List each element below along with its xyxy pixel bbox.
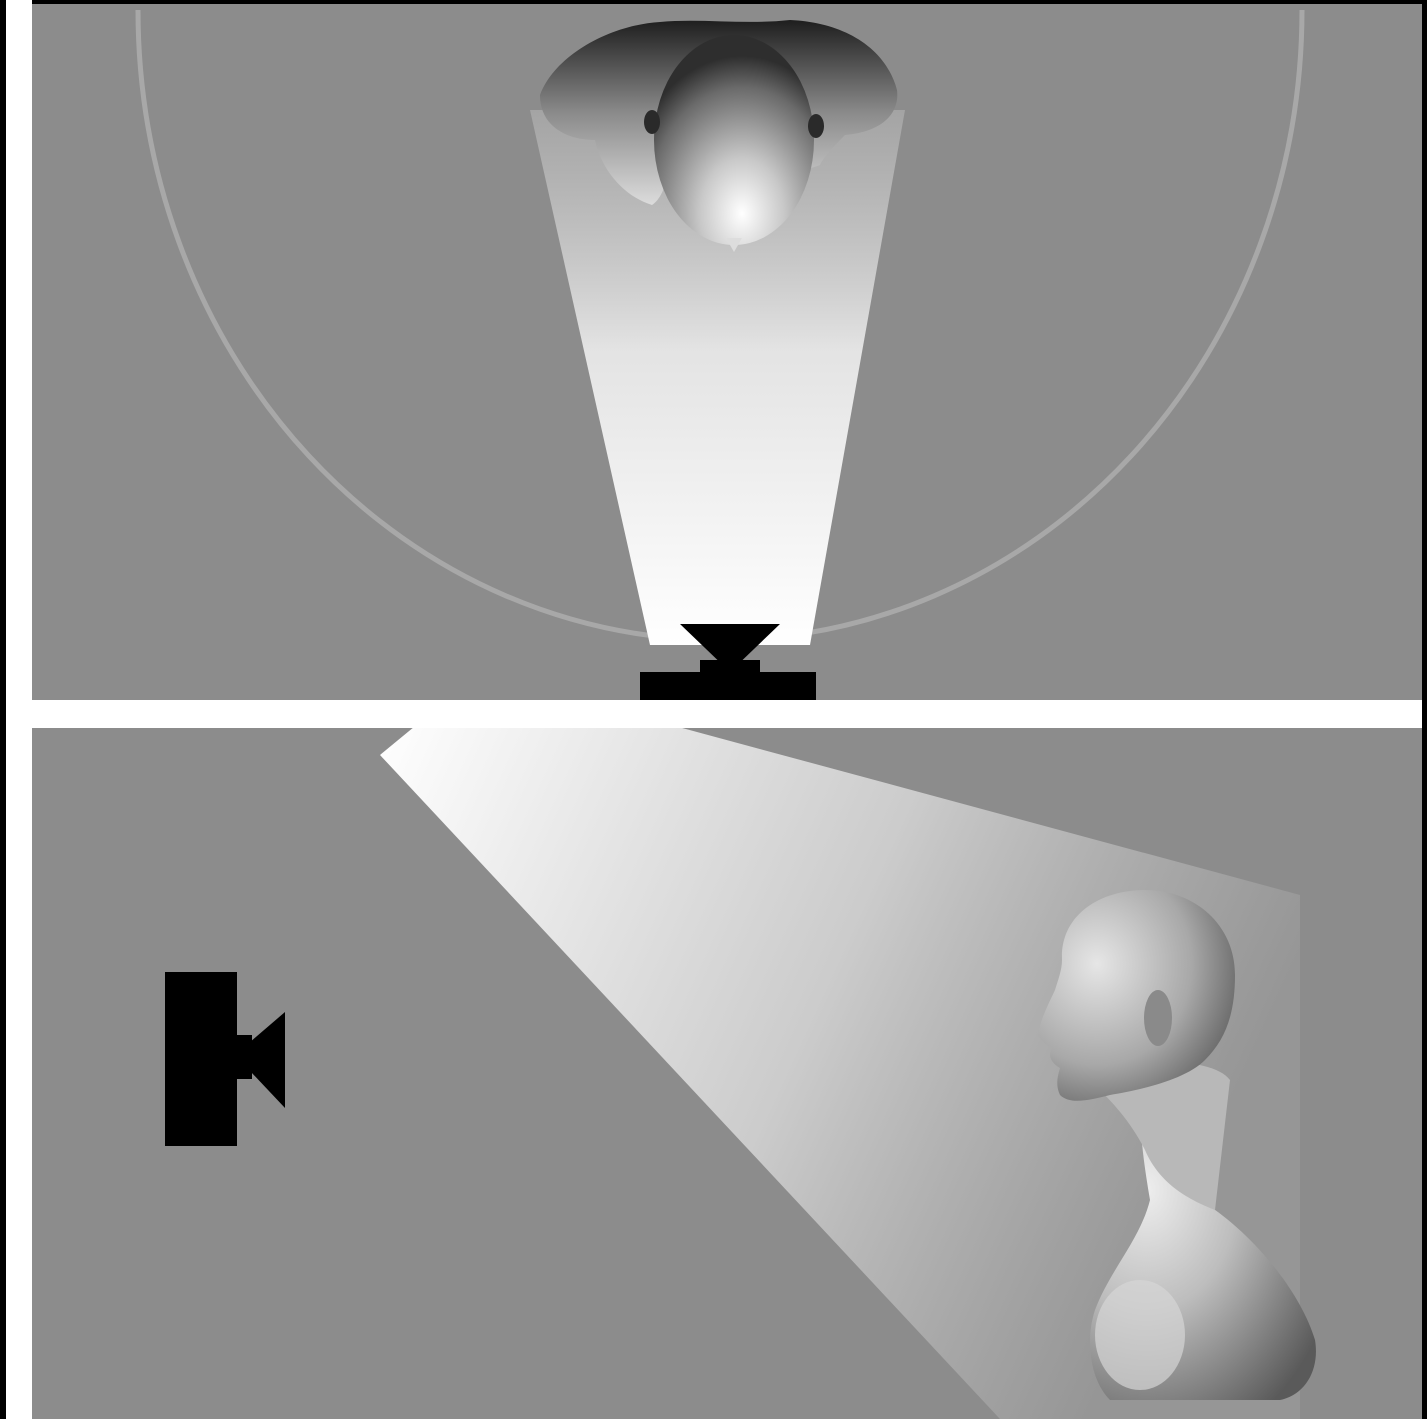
bust-chest-highlight bbox=[1095, 1280, 1185, 1390]
head-top bbox=[654, 35, 814, 245]
left-divider bbox=[6, 0, 32, 1419]
side-view-panel bbox=[32, 722, 1422, 1419]
top-light-neck bbox=[700, 660, 760, 674]
top-light-base bbox=[640, 672, 816, 700]
left-ear bbox=[644, 110, 660, 134]
right-ear bbox=[808, 114, 824, 138]
bust-ear bbox=[1144, 990, 1172, 1046]
side-light-neck bbox=[232, 1035, 252, 1079]
middle-divider bbox=[32, 700, 1422, 728]
top-view-panel bbox=[32, 4, 1422, 700]
side-light-base bbox=[165, 972, 237, 1146]
